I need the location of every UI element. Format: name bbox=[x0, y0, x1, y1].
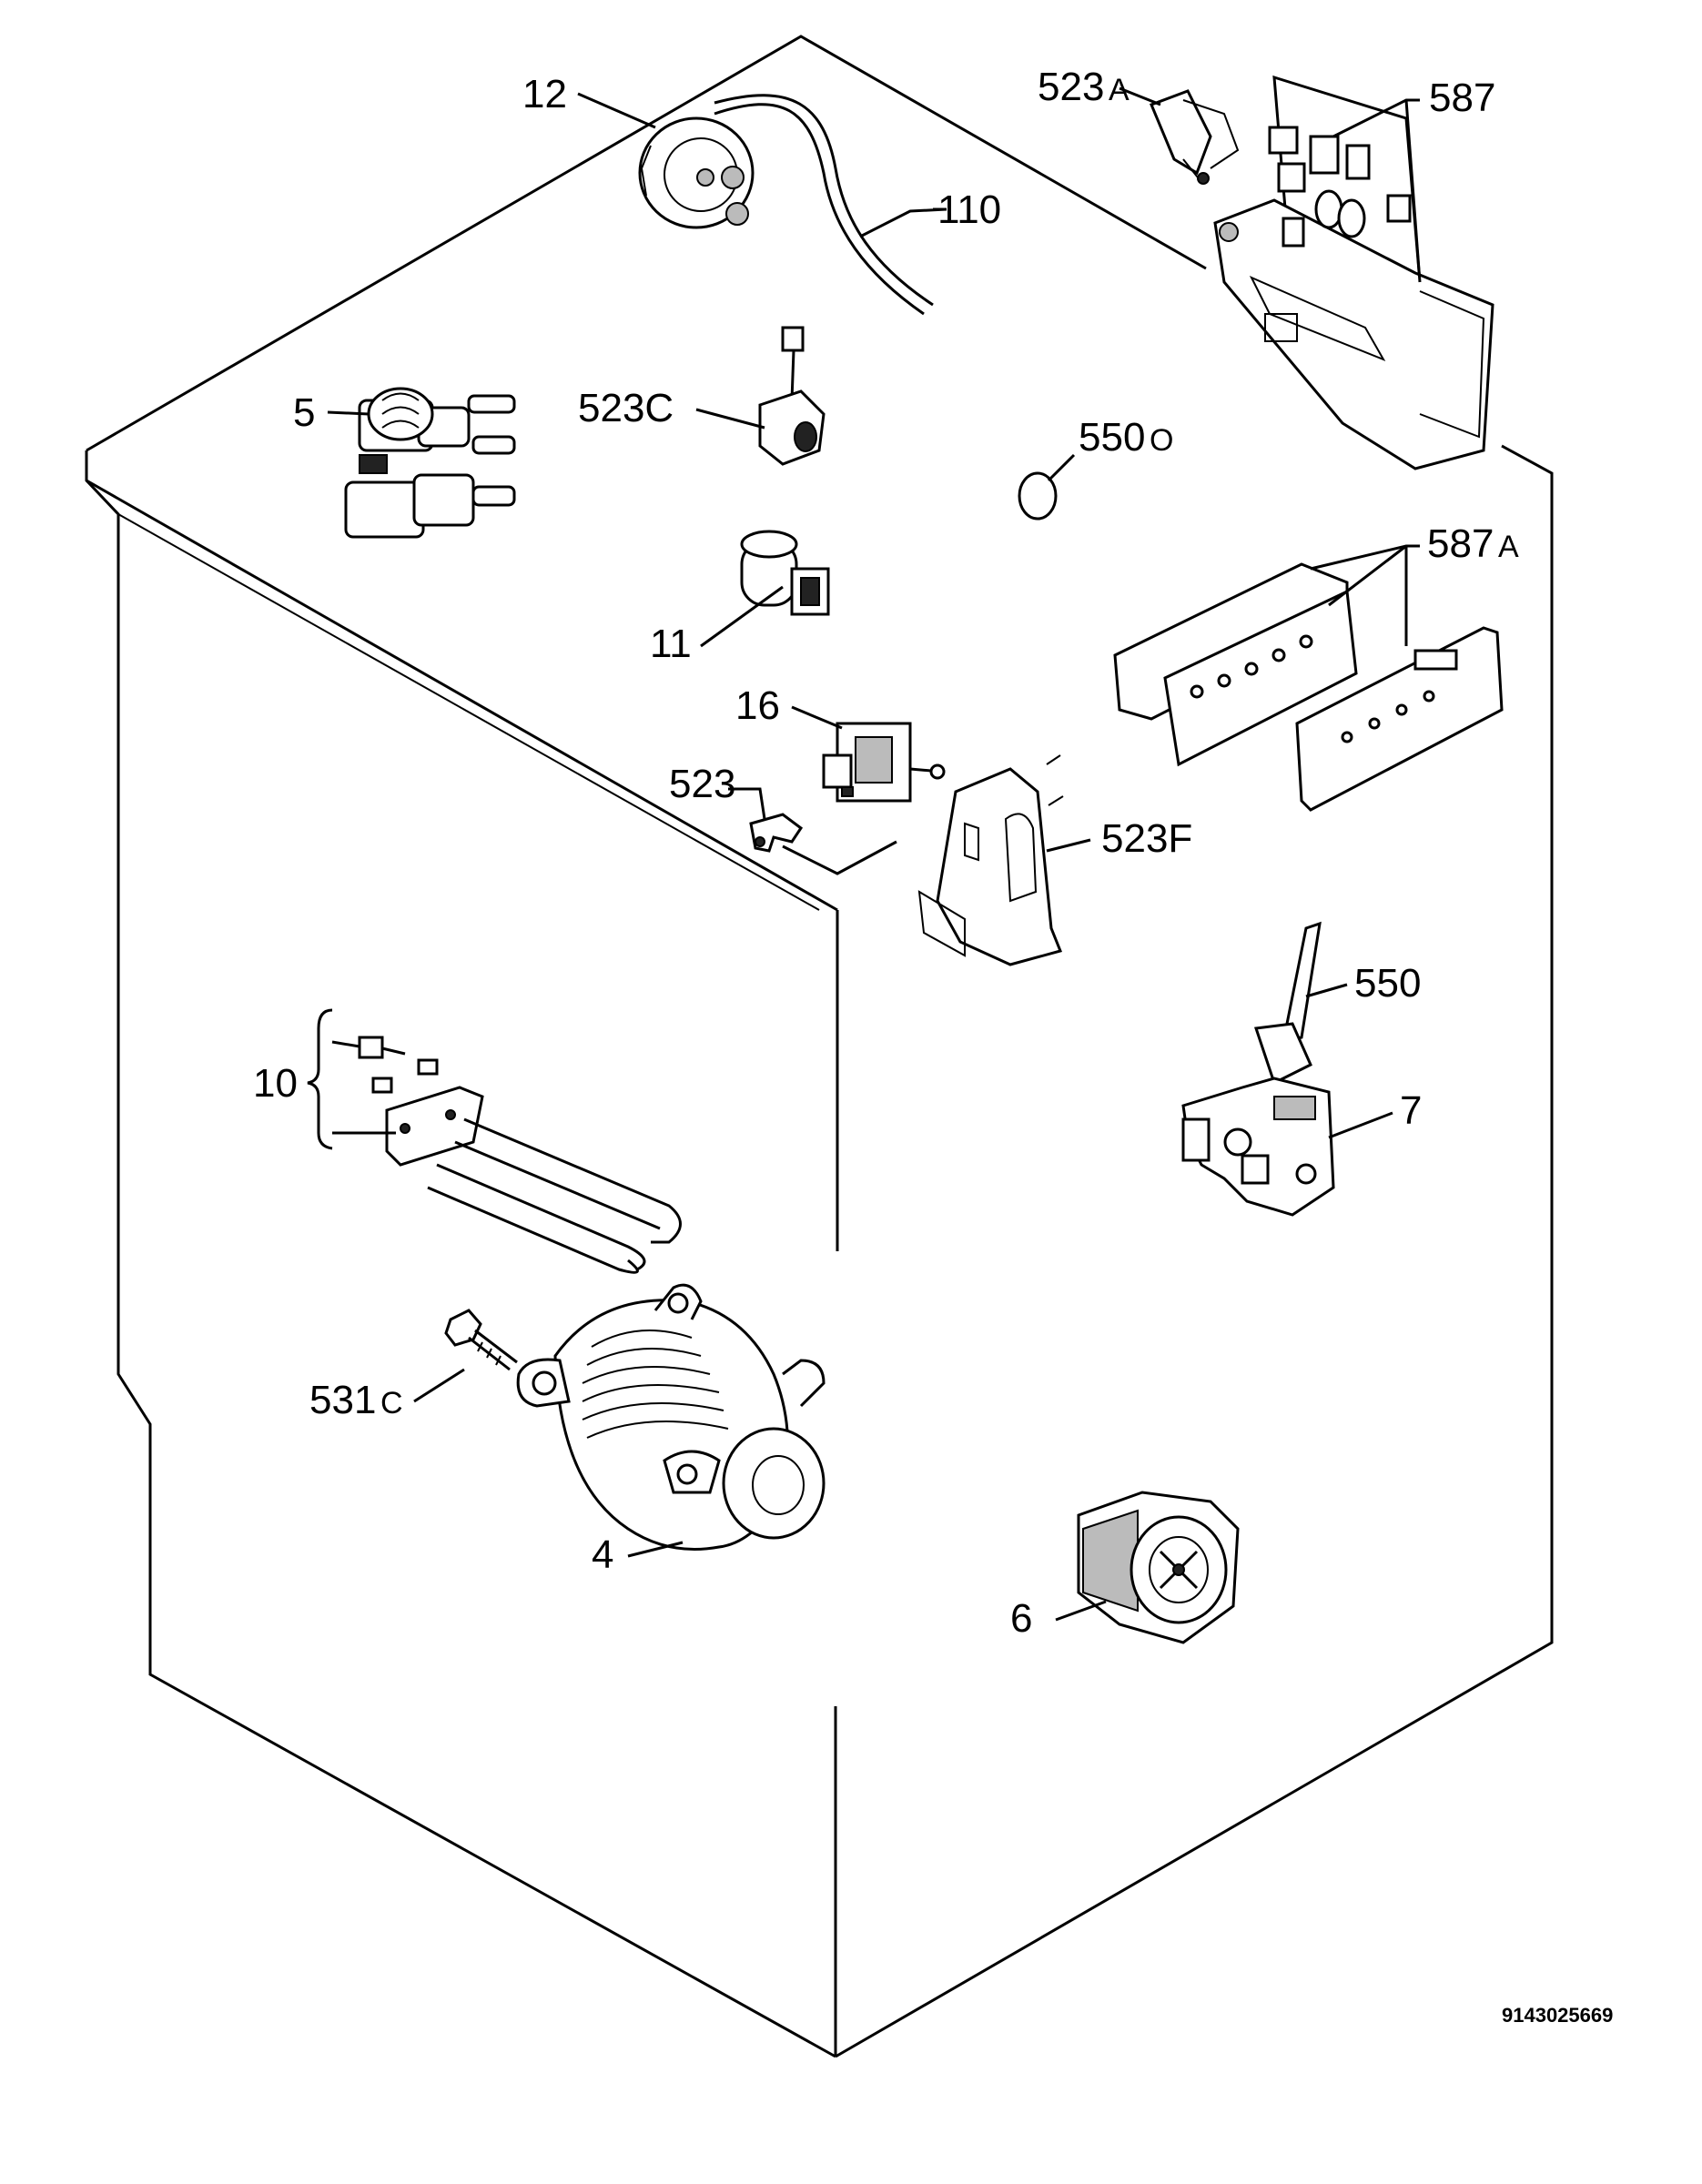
label-550: 550 bbox=[1354, 961, 1421, 1006]
filter-part-11 bbox=[740, 530, 830, 616]
label-587a-suffix: A bbox=[1498, 530, 1519, 564]
label-11: 11 bbox=[650, 622, 692, 666]
label-10: 10 bbox=[253, 1061, 298, 1106]
control-boards-part-587a bbox=[1113, 562, 1504, 812]
electronic-board-part-587 bbox=[1213, 75, 1494, 470]
label-523a: 523 bbox=[1038, 65, 1104, 109]
label-531c: 531 bbox=[309, 1378, 376, 1422]
label-4: 4 bbox=[592, 1532, 613, 1577]
label-110: 110 bbox=[937, 187, 1001, 232]
label-12: 12 bbox=[522, 72, 567, 116]
label-531c-suffix: C bbox=[380, 1386, 403, 1421]
drawing-code: 9143025669 bbox=[1502, 2004, 1613, 2027]
lever-part-550 bbox=[1253, 921, 1322, 1086]
connector-housing-part-523f bbox=[917, 754, 1064, 966]
screw-part-531c bbox=[444, 1309, 518, 1371]
label-6: 6 bbox=[1010, 1596, 1032, 1641]
label-587a: 587 bbox=[1427, 521, 1494, 566]
label-550o: 550 bbox=[1079, 415, 1145, 460]
drain-pump-part-4 bbox=[516, 1283, 826, 1551]
switch-part-16 bbox=[822, 722, 946, 803]
label-587: 587 bbox=[1429, 76, 1495, 120]
cabinet-outline bbox=[85, 35, 1554, 2058]
label-550o-suffix: O bbox=[1150, 423, 1173, 458]
door-lock-part-7 bbox=[1181, 1077, 1335, 1217]
ring-part-550o bbox=[1018, 471, 1058, 521]
heating-element-part-10 bbox=[358, 1036, 682, 1274]
hose-part-110 bbox=[714, 94, 934, 316]
leader-lines bbox=[327, 86, 1422, 1622]
label-523f: 523F bbox=[1101, 816, 1192, 861]
inlet-valve-part-5 bbox=[344, 387, 516, 539]
label-16: 16 bbox=[735, 683, 780, 728]
label-523a-suffix: A bbox=[1109, 73, 1130, 107]
label-523: 523 bbox=[669, 762, 735, 806]
timer-part-6 bbox=[1077, 1491, 1240, 1644]
pressure-switch-part-12 bbox=[638, 116, 755, 229]
sensor-part-523a bbox=[1150, 89, 1240, 185]
board-buttons bbox=[1190, 634, 1458, 743]
clip-part-523 bbox=[749, 813, 804, 853]
label-523c: 523C bbox=[578, 386, 674, 430]
label-5: 5 bbox=[293, 390, 315, 435]
sensor-part-523c bbox=[758, 326, 826, 466]
label-7: 7 bbox=[1400, 1088, 1422, 1133]
part-labels: 12 110 523 A 587 5 523C 550 O 587 A 11 1… bbox=[253, 65, 1519, 1641]
bracket-part-10 bbox=[307, 1008, 333, 1150]
